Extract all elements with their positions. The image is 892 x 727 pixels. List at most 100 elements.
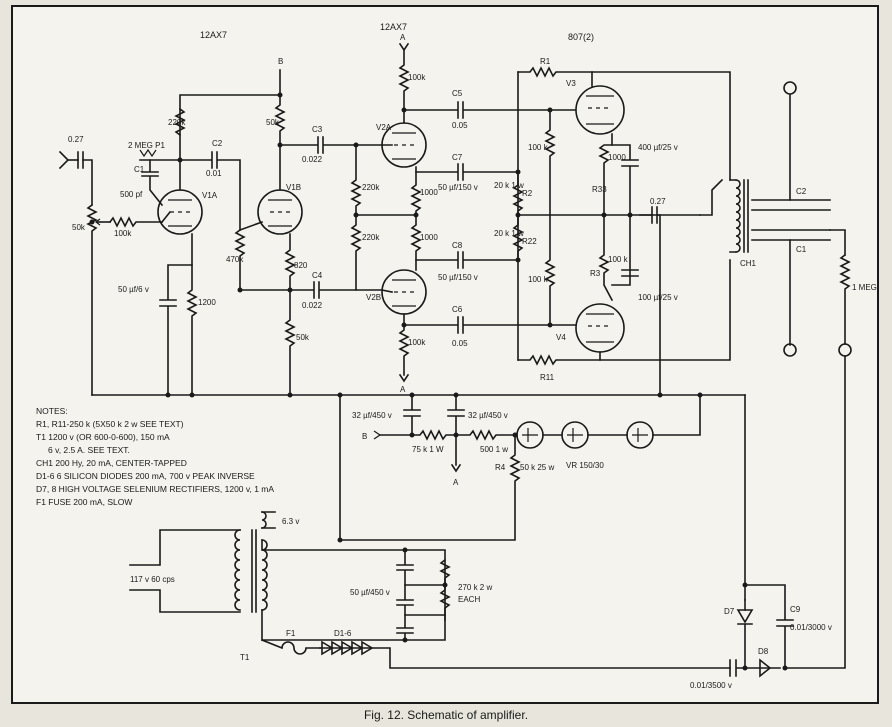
label-output-type: 807(2) (568, 32, 594, 42)
label-r33-val: 1000 (608, 153, 626, 162)
label-r-500: 500 1 w (480, 445, 508, 454)
label-c-027-out: 0.27 (650, 197, 666, 206)
notes-block: NOTES: R1, R11-250 k (5X50 k 2 w SEE TEX… (36, 406, 274, 507)
notes-line: CH1 200 Hy, 20 mA, CENTER-TAPPED (36, 458, 187, 468)
label-r-100k-top: 100k (408, 73, 426, 82)
d7-rectifier (736, 609, 754, 624)
label-c6: C6 (452, 305, 463, 314)
label-r-1200: 1200 (198, 298, 216, 307)
label-v1a: V1A (202, 191, 218, 200)
label-r1: R1 (540, 57, 551, 66)
output-terminal-bottom[interactable] (783, 343, 797, 357)
label-c9-val: 0.01/3000 v (790, 623, 832, 632)
label-v2-type: 12AX7 (380, 22, 407, 32)
c2-plate (751, 199, 831, 211)
notes-line: T1 1200 v (OR 600-0-600), 150 mA (36, 432, 170, 442)
label-r-270k: 270 k 2 w (458, 583, 492, 592)
label-r33: R33 (592, 185, 607, 194)
notes-line: 6 v, 2.5 A. SEE TEXT. (48, 445, 130, 455)
label-node-a-ps: A (453, 478, 459, 487)
label-r-220k-v1: 220k (168, 118, 186, 127)
label-r-1000-a: 1000 (420, 188, 438, 197)
label-d7: D7 (724, 607, 735, 616)
c1-plate (751, 229, 831, 241)
v1b-stage (234, 69, 383, 396)
label-c-100: 100 µf/25 v (638, 293, 678, 302)
label-vr: VR 150/30 (566, 461, 604, 470)
notes-line: NOTES: (36, 406, 68, 416)
label-r2-val: 20 k 1 w (494, 181, 524, 190)
component-labels: 12AX7 12AX7 807(2) V1A V1B V2A V2B V3 V4… (68, 22, 877, 690)
label-r-50k-in: 50k (72, 223, 86, 232)
label-r-220k-b: 220k (362, 233, 380, 242)
ch1-choke (735, 179, 741, 253)
label-r-100k-grid: 100k (114, 229, 132, 238)
label-r-50k-low: 50k (296, 333, 310, 342)
notes-line: D7, 8 HIGH VOLTAGE SELENIUM RECTIFIERS, … (36, 484, 274, 494)
label-c-32b: 32 µf/450 v (468, 411, 508, 420)
label-r4: R4 (495, 463, 506, 472)
label-c5: C5 (452, 89, 463, 98)
label-r3-val: 100 k (608, 255, 629, 264)
label-f1: F1 (286, 629, 296, 638)
label-v63: 6.3 v (282, 517, 299, 526)
label-c9: C9 (790, 605, 801, 614)
label-r22-val: 20 k 1 w (494, 229, 524, 238)
label-r22: R22 (522, 237, 537, 246)
output-terminal-top[interactable] (783, 81, 797, 95)
label-c-in: 0.27 (68, 135, 84, 144)
label-c2-out: C2 (796, 187, 807, 196)
label-ch1: CH1 (740, 259, 757, 268)
label-c2: C2 (212, 139, 223, 148)
label-c1-out: C1 (796, 245, 807, 254)
label-c-50-450: 50 µf/450 v (350, 588, 390, 597)
label-r-1000-b: 1000 (420, 233, 438, 242)
label-c3: C3 (312, 125, 323, 134)
label-c-32a: 32 µf/450 v (352, 411, 392, 420)
label-c1-val: 500 pf (120, 190, 143, 199)
label-line: 117 v 60 cps (130, 575, 175, 584)
label-v2b: V2B (366, 293, 381, 302)
label-v1b: V1B (286, 183, 301, 192)
label-r3: R3 (590, 269, 601, 278)
label-each: EACH (458, 595, 480, 604)
label-d8: D8 (758, 647, 769, 656)
label-c7-val: 50 µf/150 v (438, 183, 478, 192)
label-c4-val: 0.022 (302, 301, 323, 310)
label-c-400: 400 µf/25 v (638, 143, 678, 152)
label-p1: 2 MEG P1 (128, 141, 165, 150)
label-r4-val: 50 k 25 w (520, 463, 554, 472)
notes-line: R1, R11-250 k (5X50 k 2 w SEE TEXT) (36, 419, 184, 429)
label-c2-val: 0.01 (206, 169, 222, 178)
label-r-470k: 470k (226, 255, 244, 264)
label-r-100k-v3: 100 k (528, 143, 549, 152)
figure-caption: Fig. 12. Schematic of amplifier. (364, 708, 528, 722)
label-r-100k-bot: 100k (408, 338, 426, 347)
label-r-50k-v1b: 50k (266, 118, 280, 127)
t1-core (251, 529, 257, 613)
d1-6-diode-stack (321, 640, 374, 656)
t1-filament (261, 511, 267, 529)
power-supply (129, 394, 794, 678)
notes-line: F1 FUSE 200 mA, SLOW (36, 497, 132, 507)
label-node-b: B (362, 432, 367, 441)
label-v1-type: 12AX7 (200, 30, 227, 40)
junction-dots (89, 92, 788, 671)
label-r-100k-v4: 100 k (528, 275, 549, 284)
label-t1: T1 (240, 653, 250, 662)
label-c5-val: 0.05 (452, 121, 468, 130)
label-r-75k: 75 k 1 W (412, 445, 444, 454)
label-c-bypass: 50 µf/6 v (118, 285, 149, 294)
label-r-820: 820 (294, 261, 308, 270)
label-node-a-top: A (400, 33, 406, 42)
label-r-220k-a: 220k (362, 183, 380, 192)
label-c7: C7 (452, 153, 463, 162)
label-c8-val: 50 µf/150 v (438, 273, 478, 282)
label-d16: D1-6 (334, 629, 352, 638)
notes-line: D1-6 6 SILICON DIODES 200 mA, 700 v PEAK… (36, 471, 255, 481)
label-c6-val: 0.05 (452, 339, 468, 348)
label-c3-val: 0.022 (302, 155, 323, 164)
label-v2a: V2A (376, 123, 392, 132)
